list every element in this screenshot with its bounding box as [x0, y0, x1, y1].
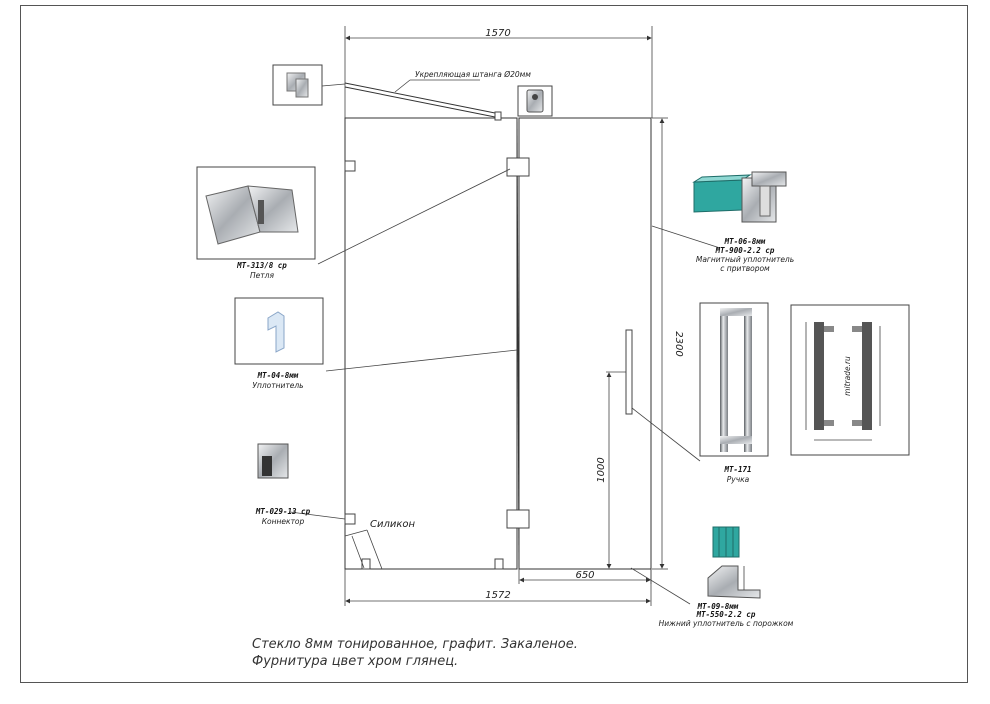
watermark: mitrade.ru — [843, 356, 852, 396]
door-glass-panel — [518, 117, 652, 570]
floor-fixing-left — [361, 558, 371, 570]
top-width-dimension: 1570 — [344, 26, 653, 118]
bottom-seal-code-2: MT-550-2.2 cp — [696, 610, 756, 619]
door-width-dimension: 650 — [518, 569, 652, 584]
connector-code: MT-029-13 cp — [255, 507, 311, 516]
note-line-1: Стекло 8мм тонированное, графит. Закален… — [252, 637, 578, 652]
silicone-callout: Силикон — [344, 519, 416, 570]
hinge-bottom — [506, 509, 530, 529]
hinge-code: MT-313/8 cp — [236, 261, 287, 270]
wall-bracket-thumbnail — [272, 64, 346, 106]
bottom-width-label: 1572 — [485, 590, 510, 601]
magnetic-seal-code-1: MT-06-8мм — [724, 237, 766, 246]
connector-callout: MT-029-13 cp Коннектор — [255, 443, 346, 526]
hinge-callout: MT-313/8 cp Петля — [196, 166, 511, 280]
magnetic-seal-caption-1: Магнитный уплотнитель — [696, 255, 794, 264]
magnetic-seal-caption-2: с притвором — [720, 264, 770, 273]
seal-code: MT-04-8мм — [257, 371, 299, 380]
handle-height-label: 1000 — [596, 457, 607, 482]
floor-fixing-right — [494, 558, 504, 570]
bottom-width-dimension: 1572 — [344, 569, 652, 606]
rod-label: Укрепляющая штанга Ø20мм — [415, 70, 531, 79]
bottom-seal-callout: MT-09-8мм MT-550-2.2 cp Нижний уплотните… — [630, 526, 794, 628]
wall-fixing-top — [344, 160, 356, 172]
magnetic-seal-code-2: MT-900-2.2 cp — [715, 246, 775, 255]
hinge-top — [506, 157, 530, 177]
handle-caption: Ручка — [727, 475, 750, 484]
handle-height-dimension: 1000 — [596, 371, 626, 569]
reinforcing-rod: Укрепляющая штанга Ø20мм — [344, 70, 531, 121]
height-dimension: 2300 — [652, 117, 684, 570]
height-label: 2300 — [673, 331, 684, 356]
magnetic-seal-callout: MT-06-8мм MT-900-2.2 cp Магнитный уплотн… — [651, 171, 794, 273]
fixed-glass-panel — [344, 117, 518, 570]
glass-clamp-thumbnail — [517, 85, 553, 117]
silicone-label: Силикон — [370, 519, 416, 530]
hinge-caption: Петля — [250, 271, 274, 280]
bottom-seal-caption: Нижний уплотнитель с порожком — [659, 619, 794, 628]
handle-technical-drawing: mitrade.ru — [790, 304, 910, 456]
connector-caption: Коннектор — [262, 517, 305, 526]
door-width-label: 650 — [575, 570, 594, 581]
wall-fixing-bottom — [344, 513, 356, 525]
bottom-seal-code-1: MT-09-8мм — [697, 602, 739, 611]
shower-frame — [344, 117, 652, 570]
top-width-label: 1570 — [485, 28, 510, 39]
door-handle — [625, 329, 633, 415]
handle-code: MT-171 — [723, 465, 751, 474]
note-line-2: Фурнитура цвет хром глянец. — [252, 654, 458, 669]
drawing-sheet — [20, 5, 968, 683]
handle-callout: MT-171 Ручка — [631, 302, 769, 484]
notes: Стекло 8мм тонированное, графит. Закален… — [252, 637, 578, 669]
seal-callout: MT-04-8мм Уплотнитель — [234, 297, 518, 390]
seal-caption: Уплотнитель — [252, 381, 303, 390]
